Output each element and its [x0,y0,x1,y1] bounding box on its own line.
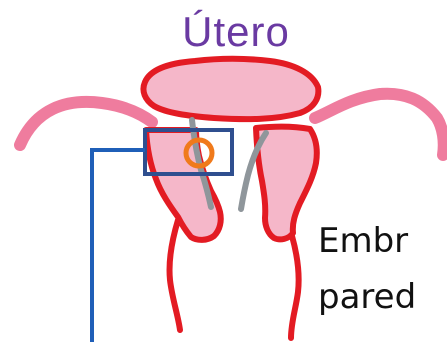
cervix-left-line [169,220,180,330]
cervix-right-line [291,236,299,338]
cutoff-text-line-1: Embr [318,221,408,261]
right-fallopian-tube [315,94,444,155]
diagram-title: Útero [182,8,290,55]
cutoff-text-line-2: pared [318,277,416,317]
right-uterine-wall [256,127,317,240]
left-fallopian-tube [20,102,152,145]
uterus-fundus [143,59,318,119]
pointer-line [92,150,145,342]
